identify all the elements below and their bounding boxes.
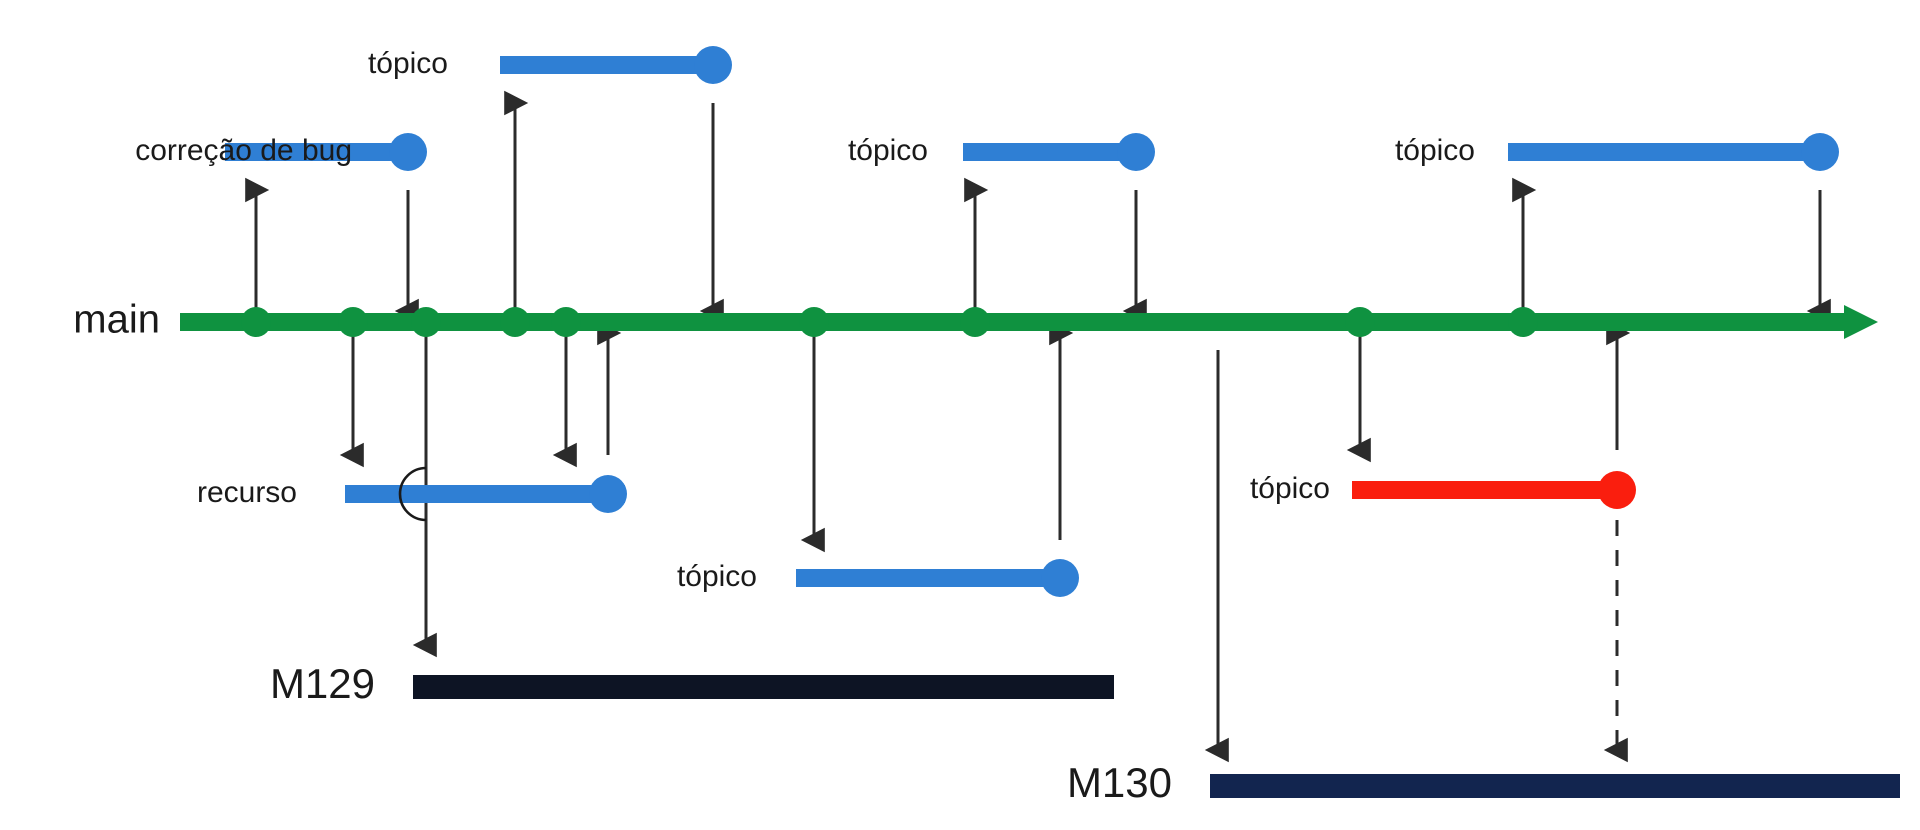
branch-topic-top-left[interactable] [500, 46, 732, 84]
branch-line-topic-top-left[interactable] [500, 56, 722, 74]
arrow-layer [245, 90, 1831, 763]
milestone-bar-m130[interactable] [1210, 774, 1900, 798]
branch-layer [180, 46, 1878, 597]
branch-main[interactable] [180, 305, 1878, 339]
branch-line-topic-top-right[interactable] [1508, 143, 1832, 161]
branch-label-topic-hotfix-red: tópico [1250, 472, 1330, 505]
branch-line-topic-top-mid[interactable] [963, 143, 1146, 161]
branch-tip-dot-bugfix[interactable] [389, 133, 427, 171]
branch-label-topic-top-left: tópico [368, 47, 448, 80]
branch-topic-hotfix-red[interactable] [1352, 471, 1636, 509]
commit-dot-8[interactable] [1345, 307, 1375, 337]
branch-topic-bottom-mid[interactable] [796, 559, 1079, 597]
branch-label-main: main [73, 298, 160, 342]
commit-dot-3[interactable] [411, 307, 441, 337]
main-branch-line[interactable] [180, 305, 1878, 339]
branch-label-topic-bottom-mid: tópico [677, 560, 757, 593]
branch-topic-top-right[interactable] [1508, 133, 1839, 171]
branch-tip-dot-topic-bottom-mid[interactable] [1041, 559, 1079, 597]
branch-line-topic-hotfix-red[interactable] [1352, 481, 1632, 499]
milestone-layer [413, 675, 1900, 798]
branch-tip-dot-feature[interactable] [589, 475, 627, 513]
commit-dot-2[interactable] [338, 307, 368, 337]
branch-feature[interactable] [345, 475, 627, 513]
branch-label-bugfix: correção de bug [135, 134, 352, 167]
branch-label-topic-top-right: tópico [1395, 134, 1475, 167]
branch-label-topic-top-mid: tópico [848, 134, 928, 167]
line-jump-layer [398, 466, 427, 522]
branch-label-feature: recurso [197, 476, 297, 509]
milestone-label-m130: M130 [1067, 759, 1172, 806]
branch-tip-dot-topic-top-mid[interactable] [1117, 133, 1155, 171]
branch-bugfix[interactable] [225, 133, 427, 171]
commit-dot-1[interactable] [241, 307, 271, 337]
branch-tip-dot-topic-top-left[interactable] [694, 46, 732, 84]
branch-line-topic-bottom-mid[interactable] [796, 569, 1074, 587]
branch-tip-dot-topic-top-right[interactable] [1801, 133, 1839, 171]
branch-line-feature[interactable] [345, 485, 625, 503]
commit-dot-5[interactable] [551, 307, 581, 337]
commit-dot-7[interactable] [960, 307, 990, 337]
branch-topic-top-mid[interactable] [963, 133, 1155, 171]
line-jump-arc [398, 466, 427, 522]
branch-tip-dot-topic-hotfix-red[interactable] [1598, 471, 1636, 509]
commit-dot-6[interactable] [799, 307, 829, 337]
commit-dot-9[interactable] [1508, 307, 1538, 337]
label-layer: main correção de bug tópico tópico tópico rec… [73, 47, 1475, 806]
milestone-bar-m129[interactable] [413, 675, 1114, 699]
branch-line-bugfix[interactable] [225, 143, 415, 161]
commit-dot-4[interactable] [500, 307, 530, 337]
milestone-label-m129: M129 [270, 660, 375, 707]
